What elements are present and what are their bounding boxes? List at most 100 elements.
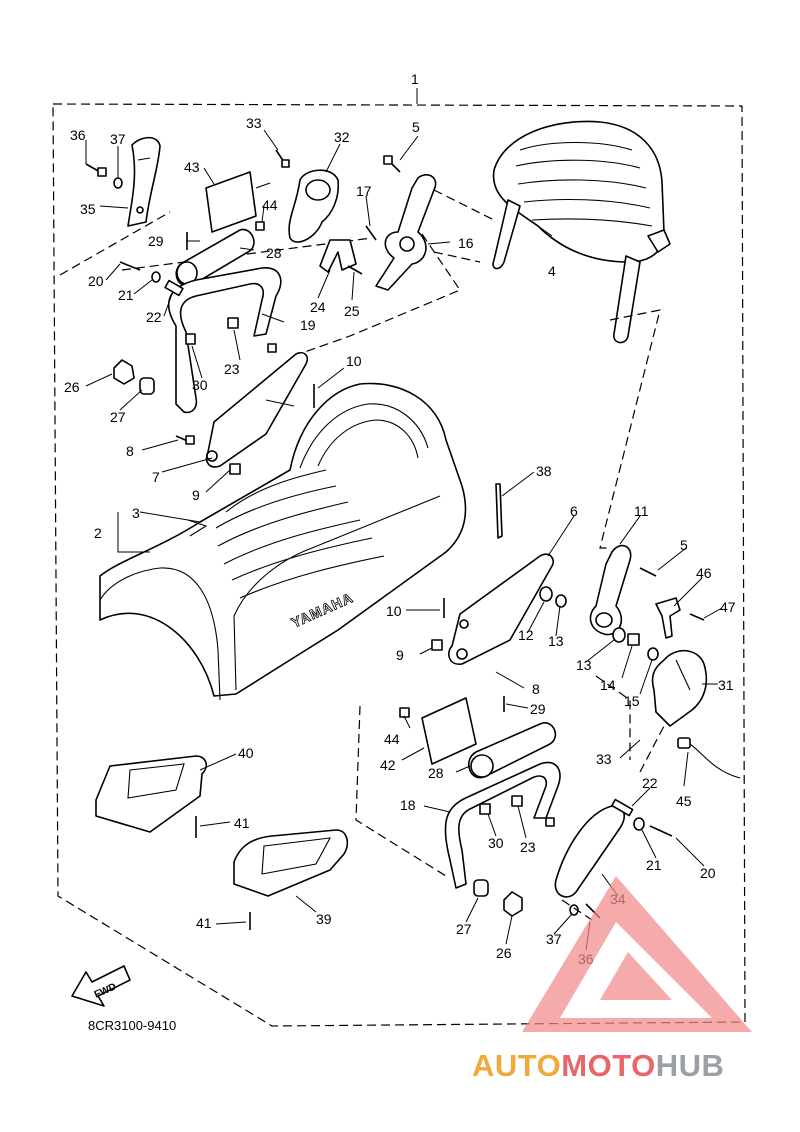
bolt-17 bbox=[365, 225, 377, 241]
callout-2: 2 bbox=[94, 525, 102, 541]
seat-2: YAMAHA bbox=[99, 382, 467, 701]
watermark-hub: HUB bbox=[655, 1048, 725, 1083]
bolt-25 bbox=[347, 265, 363, 275]
callout-7: 7 bbox=[152, 469, 160, 485]
nut-30-upper bbox=[185, 333, 196, 345]
callout-22: 22 bbox=[146, 309, 162, 325]
callout-11: 11 bbox=[634, 503, 649, 519]
nut-14 bbox=[627, 633, 640, 646]
callout-41-lower: 41 bbox=[196, 915, 212, 931]
callout-28-lower: 28 bbox=[428, 765, 444, 781]
callout-8: 8 bbox=[126, 443, 134, 459]
watermark-auto: AUTO bbox=[472, 1048, 562, 1083]
callout-17: 17 bbox=[356, 183, 372, 199]
bolt-5-upper bbox=[383, 155, 401, 173]
plate-42 bbox=[421, 697, 477, 765]
damper-28-lower bbox=[467, 722, 557, 779]
bracket-35 bbox=[127, 136, 161, 227]
callout-29-lower: 29 bbox=[530, 701, 546, 717]
grab-rail-18 bbox=[444, 761, 561, 889]
clamp-32 bbox=[288, 169, 340, 243]
callout-25: 25 bbox=[344, 303, 360, 319]
spacer-27-lower bbox=[473, 879, 489, 897]
callout-26-lower: 26 bbox=[496, 945, 512, 961]
callout-4: 4 bbox=[548, 263, 556, 279]
collar-23-upper bbox=[227, 317, 239, 329]
callout-27-lower: 27 bbox=[456, 921, 472, 937]
watermark-moto: MOTO bbox=[561, 1048, 656, 1083]
callout-30: 30 bbox=[192, 377, 208, 393]
washer-37 bbox=[113, 177, 123, 189]
callout-33-lower: 33 bbox=[596, 751, 612, 767]
callout-12: 12 bbox=[518, 627, 534, 643]
callout-38: 38 bbox=[536, 463, 552, 479]
callout-40: 40 bbox=[238, 745, 254, 761]
callout-30-lower: 30 bbox=[488, 835, 504, 851]
nut-23-upper bbox=[267, 343, 277, 353]
callout-21: 21 bbox=[118, 287, 134, 303]
callout-43: 43 bbox=[184, 159, 200, 175]
callout-8-lower: 8 bbox=[532, 681, 540, 697]
bolt-20-lower bbox=[649, 825, 673, 837]
callout-44-lower: 44 bbox=[384, 731, 400, 747]
washer-21-upper bbox=[151, 271, 161, 283]
cable-45 bbox=[677, 737, 741, 779]
callout-27: 27 bbox=[110, 409, 126, 425]
nut-23-lower bbox=[545, 817, 555, 827]
pad-39 bbox=[233, 829, 349, 897]
washer-21-lower bbox=[633, 817, 645, 831]
rod-38 bbox=[495, 483, 503, 539]
callout-16: 16 bbox=[458, 235, 474, 251]
mounting-plate-6 bbox=[448, 553, 555, 665]
washer-13-a bbox=[555, 594, 567, 608]
callout-13-lower: 13 bbox=[576, 657, 592, 673]
callout-20-lower: 20 bbox=[700, 865, 716, 881]
callout-32: 32 bbox=[334, 129, 350, 145]
pad-40 bbox=[95, 755, 208, 833]
guide-lines bbox=[355, 189, 665, 921]
callout-29: 29 bbox=[148, 233, 164, 249]
washer-15 bbox=[647, 647, 659, 661]
callout-assembly: 1 bbox=[411, 71, 419, 87]
callout-39: 39 bbox=[316, 911, 332, 927]
drawing-code: 8CR3100-9410 bbox=[88, 1018, 176, 1033]
latch-46 bbox=[655, 597, 681, 639]
nut-30-lower bbox=[479, 803, 491, 815]
grab-rail-19 bbox=[167, 267, 282, 414]
lock-31 bbox=[651, 649, 708, 727]
callout-19: 19 bbox=[300, 317, 316, 333]
callout-47: 47 bbox=[720, 599, 736, 615]
backrest-4 bbox=[492, 120, 671, 344]
nut-9-lower bbox=[431, 639, 443, 651]
collar-22-upper bbox=[164, 279, 184, 297]
bolt-8-upper bbox=[175, 435, 195, 445]
collar-23-lower bbox=[511, 795, 523, 807]
callout-33: 33 bbox=[246, 115, 262, 131]
callout-9-lower: 9 bbox=[396, 647, 404, 663]
fwd-arrow: FWD bbox=[71, 965, 131, 1007]
callout-41-upper: 41 bbox=[234, 815, 250, 831]
spacer-27-upper bbox=[139, 377, 155, 395]
callout-15: 15 bbox=[624, 693, 640, 709]
callout-46: 46 bbox=[696, 565, 712, 581]
bolt-44-lower bbox=[399, 707, 410, 718]
nut-9-upper bbox=[229, 463, 241, 475]
mounting-plate-7 bbox=[205, 351, 309, 468]
callout-20: 20 bbox=[88, 273, 104, 289]
screw-47 bbox=[689, 613, 705, 621]
callout-44: 44 bbox=[262, 197, 278, 213]
callout-24: 24 bbox=[310, 299, 326, 315]
callout-45: 45 bbox=[676, 793, 692, 809]
leader-lines bbox=[85, 88, 723, 951]
callout-5-lower: 5 bbox=[680, 537, 688, 553]
callout-31: 31 bbox=[718, 677, 734, 693]
watermark-brand: AUTOMOTOHUB bbox=[472, 1048, 792, 1088]
callout-3: 3 bbox=[132, 505, 140, 521]
plate-43 bbox=[205, 171, 257, 233]
watermark-triangle-icon bbox=[522, 876, 752, 1032]
callout-14: 14 bbox=[600, 677, 616, 693]
collar-12 bbox=[539, 586, 553, 602]
bolt-44-upper bbox=[255, 221, 265, 231]
callout-10-lower: 10 bbox=[386, 603, 402, 619]
